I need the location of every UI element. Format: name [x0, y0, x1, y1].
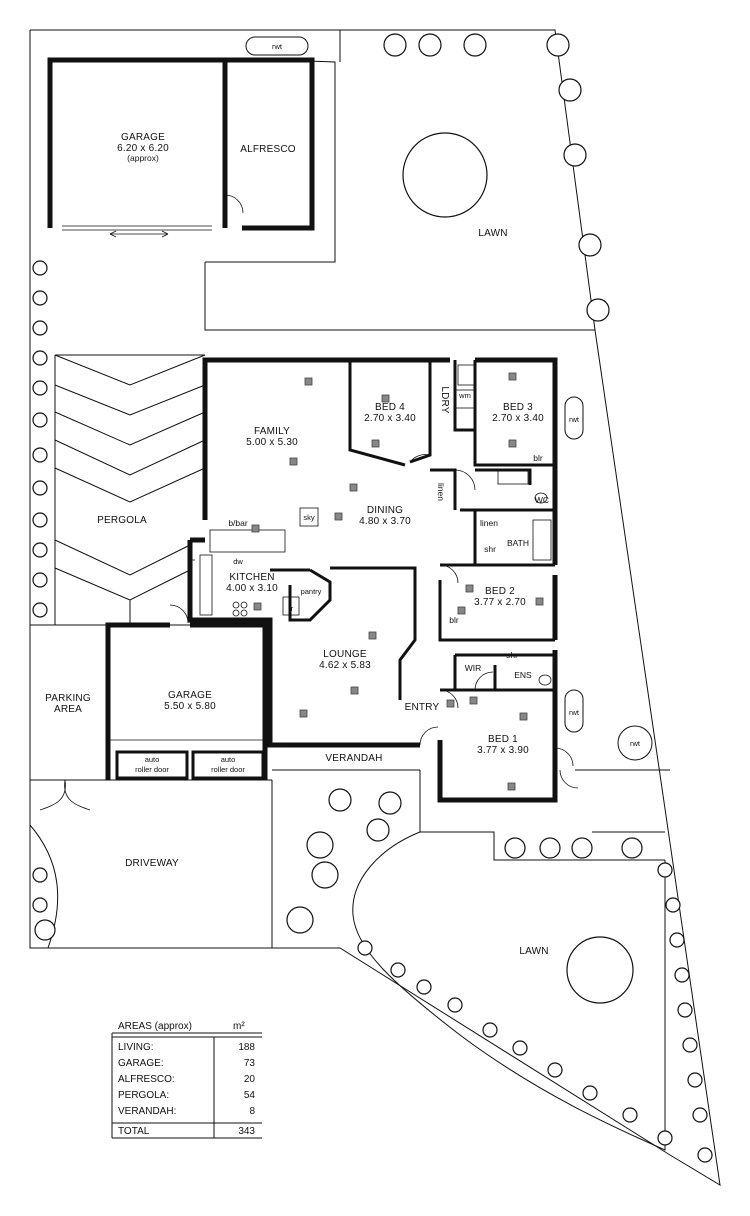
rwt-label: rwt [569, 415, 580, 424]
area-row-label: LIVING: [118, 1042, 154, 1053]
dining-size: 4.80 x 3.70 [359, 516, 411, 527]
dining-name: DINING [367, 505, 403, 516]
front-garage [105, 622, 420, 780]
fixtures [199, 364, 552, 686]
door1-line1: auto [145, 755, 160, 764]
bed1-size: 3.77 x 3.90 [477, 745, 529, 756]
bed4-size: 2.70 x 3.40 [364, 413, 416, 424]
ens-label: ENS [514, 670, 532, 680]
blr-bed2-label: blr [449, 615, 459, 625]
family-size: 5.00 x 5.30 [246, 437, 298, 448]
dw-label: dw [233, 557, 243, 566]
linen-hall-label: linen [436, 483, 446, 501]
area-row-value: 20 [244, 1074, 256, 1085]
area-row-label: PERGOLA: [118, 1090, 169, 1101]
bed4-name: BED 4 [375, 402, 405, 413]
door-swings [39, 454, 579, 811]
lawn-bottom-label: LAWN [519, 946, 548, 957]
garage-rear-name: GARAGE [121, 132, 165, 143]
ldry-label: LDRY [439, 386, 450, 413]
shr-bath-label: shr [484, 544, 496, 554]
shr-ens-label: shr [506, 650, 518, 660]
area-row-label: VERANDAH: [118, 1106, 176, 1117]
door1-line2: roller door [135, 765, 169, 774]
pergola [54, 354, 206, 626]
blr-top-label: blr [533, 453, 543, 463]
bed2-size: 3.77 x 2.70 [474, 597, 526, 608]
verandah-label: VERANDAH [325, 753, 382, 764]
garage-front-name: GARAGE [168, 690, 212, 701]
area-total-label: TOTAL [118, 1126, 150, 1137]
alfresco-label: ALFRESCO [240, 144, 296, 155]
trees [32, 33, 713, 1163]
garage-rear-note: (approx) [127, 153, 159, 163]
rwt-label: rwt [630, 739, 641, 748]
windows [202, 357, 558, 803]
fr-label: fr [289, 604, 294, 613]
sky-label: sky [303, 513, 315, 522]
garage-front-size: 5.50 x 5.80 [164, 701, 216, 712]
rainwater-tanks: rwt rwt rwt rwt [245, 36, 653, 761]
bed3-size: 2.70 x 3.40 [492, 413, 544, 424]
lawn-top-label: LAWN [478, 228, 507, 239]
bed2-name: BED 2 [485, 586, 515, 597]
wm-label: wm [458, 391, 471, 400]
bed3-name: BED 3 [503, 402, 533, 413]
area-total-value: 343 [238, 1126, 255, 1137]
pergola-label: PERGOLA [97, 515, 147, 526]
entry-label: ENTRY [405, 702, 440, 713]
bed1-name: BED 1 [488, 734, 518, 745]
rear-garage [47, 57, 315, 238]
area-row-value: 73 [244, 1058, 256, 1069]
kitchen-name: KITCHEN [229, 572, 274, 583]
wir-label: WIR [465, 663, 482, 673]
lounge-name: LOUNGE [323, 649, 367, 660]
driveway-label: DRIVEWAY [125, 858, 179, 869]
pantry-label: pantry [301, 587, 322, 596]
bbar-label: b/bar [228, 518, 248, 528]
lounge-size: 4.62 x 5.83 [319, 660, 371, 671]
bath-label: BATH [507, 538, 529, 548]
ceiling-lights [251, 372, 544, 791]
areas-table: AREAS (approx) m² LIVING: 188 GARAGE: 73… [111, 1021, 262, 1139]
room-labels: GARAGE 6.20 x 6.20 (approx) ALFRESCO LAW… [45, 132, 549, 957]
family-name: FAMILY [254, 426, 290, 437]
areas-title: AREAS (approx) [118, 1021, 192, 1032]
wc-label: WC [535, 495, 549, 505]
area-row-label: GARAGE: [118, 1058, 164, 1069]
parking-line1: PARKING [45, 693, 91, 704]
areas-unit: m² [233, 1021, 245, 1032]
area-row-label: ALFRESCO: [118, 1074, 175, 1085]
parking-line2: AREA [54, 704, 82, 715]
rwt-label: rwt [272, 42, 283, 51]
door2-line1: auto [221, 755, 236, 764]
linen-bath-label: linen [480, 518, 498, 528]
site-boundary [29, 29, 721, 1186]
rwt-label: rwt [569, 708, 580, 717]
garage-rear-size: 6.20 x 6.20 [117, 143, 169, 154]
area-row-value: 8 [249, 1106, 255, 1117]
area-row-value: 54 [244, 1090, 256, 1101]
area-row-value: 188 [238, 1042, 255, 1053]
door2-line2: roller door [211, 765, 245, 774]
kitchen-size: 4.00 x 3.10 [226, 583, 278, 594]
